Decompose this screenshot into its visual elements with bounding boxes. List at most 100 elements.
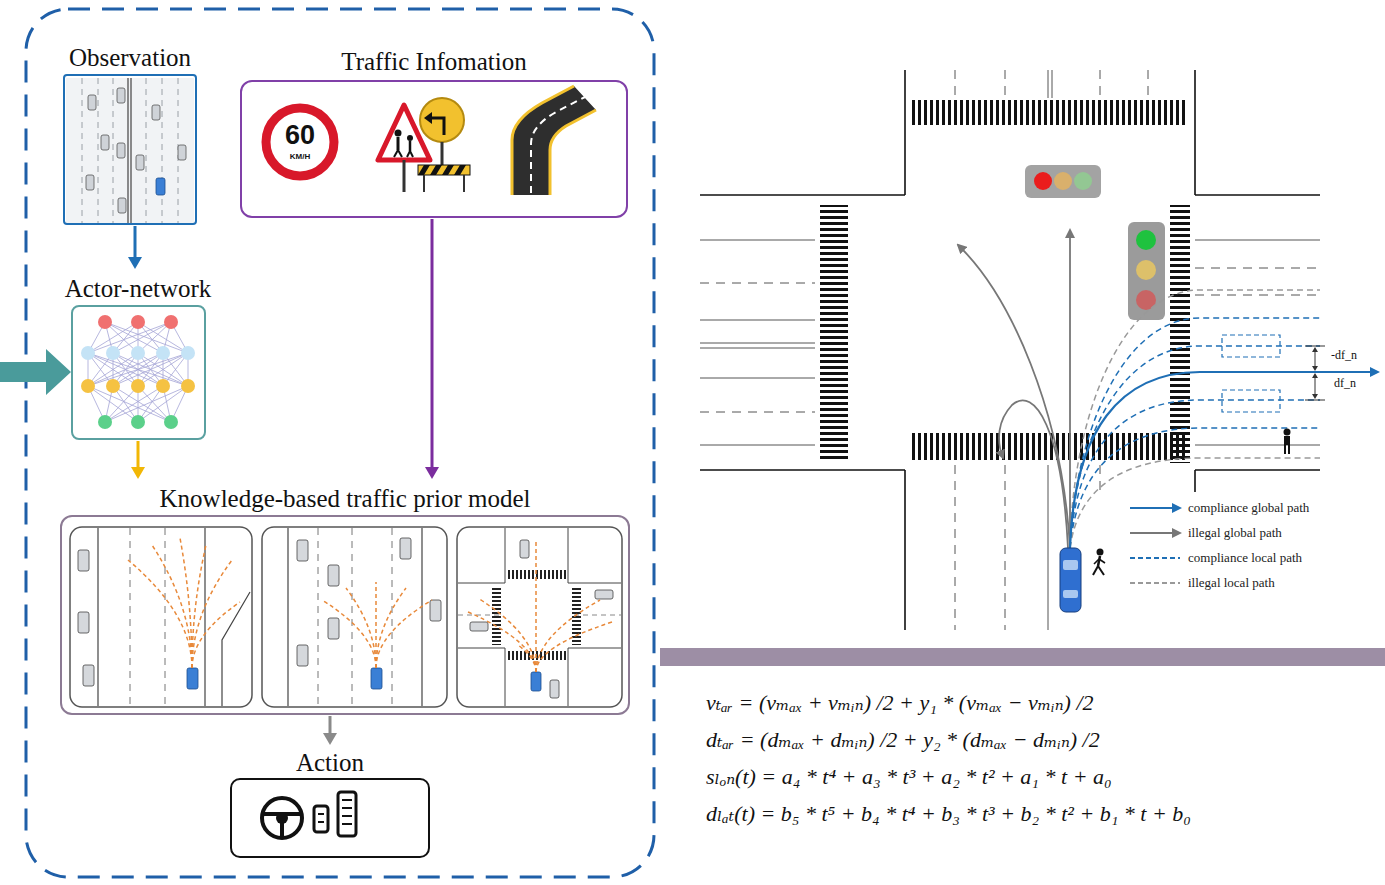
candidate-path [536, 622, 612, 672]
network-neuron [81, 379, 95, 393]
network-neuron [156, 379, 170, 393]
flow-arrow [323, 716, 337, 745]
legend-text: compliance global path [1188, 500, 1309, 516]
node-outline [63, 74, 197, 225]
node-outline [230, 778, 430, 858]
candidate-path [128, 560, 192, 668]
intersection-illustration [700, 70, 1378, 630]
input-arrow [0, 349, 71, 395]
network-neuron [156, 346, 170, 360]
legend-text: illegal local path [1188, 575, 1275, 591]
road-merge-icon [512, 86, 596, 195]
candidate-path [535, 540, 537, 672]
node-heading: Action [296, 748, 364, 778]
actor-network-box: Actor-network [61, 272, 216, 440]
network-neuron [181, 379, 195, 393]
candidate-path [180, 538, 192, 668]
node-heading: Observation [69, 42, 191, 74]
legend-samples [1130, 508, 1180, 583]
network-neuron [181, 346, 195, 360]
arrow-head [131, 467, 145, 479]
candidate-path [518, 645, 536, 672]
network-link [113, 353, 188, 386]
node-heading-row: Traffic Infomation [240, 44, 628, 80]
candidate-path [192, 545, 206, 668]
legend-sample [1130, 557, 1180, 559]
network-neuron [81, 346, 95, 360]
speed-value: 60 [285, 120, 315, 151]
equation: vₜₐᵣ = (vₘₐₓ + vₘᵢₙ) /2 + y₁ * (vₘₐₓ − v… [706, 690, 1094, 715]
network-neuron [131, 379, 145, 393]
flow-arrow [128, 226, 142, 269]
dashed-panel [26, 9, 654, 877]
candidate-path [478, 598, 536, 672]
node-heading-row: Action [230, 748, 430, 778]
candidate-path [192, 602, 240, 668]
node-heading: Actor-network [65, 272, 212, 305]
observation-road [66, 78, 194, 223]
offset-label: df_n [1333, 377, 1357, 391]
network-link [88, 353, 163, 386]
legend-sample [1130, 507, 1180, 509]
offset-label: -df_n [1330, 349, 1358, 363]
network-neuron [131, 315, 145, 329]
action-box: Action [230, 748, 430, 858]
legend-text: illegal global path [1188, 525, 1282, 541]
node-heading-row: Observation [63, 42, 197, 74]
candidate-path [192, 560, 232, 668]
equation: dₜₐᵣ = (dₘₐₓ + dₘᵢₙ) /2 + y₂ * (dₘₐₓ − d… [706, 727, 1100, 752]
speed-limit-sign [266, 108, 334, 176]
speed-unit: KM/H [290, 152, 310, 161]
node-outline [60, 515, 630, 715]
arrow-head [128, 257, 142, 269]
observation-box: Observation [63, 42, 197, 225]
arrow-shaft [431, 219, 434, 470]
network-neuron [131, 346, 145, 360]
equation: sₗₒₙ(t) = a₄ * t⁴ + a₃ * t³ + a₂ * t² + … [706, 764, 1112, 789]
separator-bar [660, 648, 1385, 666]
candidate-paths [128, 538, 612, 672]
candidate-path [468, 612, 536, 672]
node-heading-row: Knowledge-based traffic prior model [60, 482, 630, 515]
candidate-path [375, 582, 377, 668]
node-heading: Traffic Infomation [341, 44, 526, 80]
flow-arrow [425, 219, 439, 479]
node-outline [71, 305, 206, 440]
prior-model-box: Knowledge-based traffic prior model [60, 482, 630, 715]
flow-arrow [131, 441, 145, 479]
node-heading-row: Actor-network [61, 272, 216, 305]
network-neuron [106, 346, 120, 360]
arrow-shaft [137, 441, 140, 470]
warning-signs [378, 98, 470, 192]
node-heading: Knowledge-based traffic prior model [160, 482, 531, 515]
candidate-path [152, 545, 192, 668]
network-link [88, 353, 163, 386]
prior-panel-intersection [457, 527, 622, 707]
network-neuron [164, 415, 178, 429]
network-neuron [106, 379, 120, 393]
legend-sample [1130, 582, 1180, 584]
candidate-path [376, 588, 406, 668]
candidate-path [346, 588, 376, 668]
network-neuron [131, 415, 145, 429]
legend-text: compliance local path [1188, 550, 1302, 566]
candidate-path [322, 600, 376, 668]
candidate-path [536, 600, 600, 672]
candidate-path [376, 600, 432, 668]
neural-network [81, 315, 195, 429]
equation: dₗₐₜ(t) = b₅ * t⁵ + b₄ * t⁴ + b₃ * t³ + … [706, 801, 1191, 826]
prior-panel-lane-merge [70, 527, 252, 707]
arrow-head [425, 467, 439, 479]
network-neuron [164, 315, 178, 329]
network-neuron [98, 415, 112, 429]
arrow-shaft [134, 226, 137, 260]
network-neuron [98, 315, 112, 329]
arrow-head [323, 733, 337, 745]
prior-panel-multi-lane [262, 527, 447, 707]
steering-pedal-icon [262, 792, 356, 838]
legend-sample [1130, 532, 1180, 534]
network-link [113, 353, 188, 386]
